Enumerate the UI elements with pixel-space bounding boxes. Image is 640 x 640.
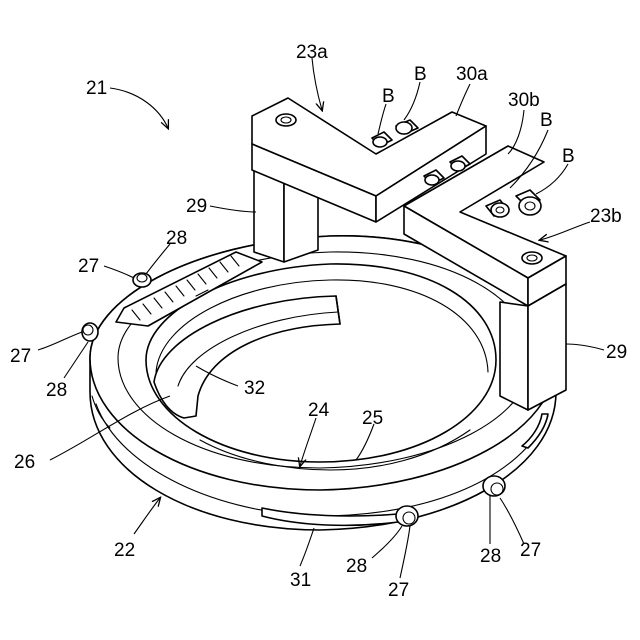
b-bolt-right-1 (486, 200, 509, 217)
arm-left-bolt-hole (276, 114, 296, 126)
label-31: 31 (290, 570, 311, 591)
arm-right-bolt-hole (522, 252, 542, 264)
label-22: 22 (114, 540, 135, 561)
label-29-left: 29 (186, 196, 207, 217)
label-23a: 23a (296, 42, 328, 63)
label-27-bottom-mid: 27 (388, 580, 409, 601)
label-27-left-upper: 27 (78, 256, 99, 277)
label-30b: 30b (508, 90, 540, 111)
label-29-right: 29 (606, 342, 627, 363)
label-28-left-lower: 28 (46, 380, 67, 401)
label-26: 26 (14, 452, 35, 473)
label-b-1: B (382, 86, 395, 107)
label-28-bottom-mid: 28 (346, 556, 367, 577)
bolt-left-upper (133, 273, 151, 287)
post-right-side (528, 284, 566, 410)
bolt-bottom-mid (396, 506, 418, 526)
label-23b: 23b (590, 206, 622, 227)
bolt-left-lower (82, 323, 98, 341)
bolt-bottom-right (483, 476, 505, 496)
label-24: 24 (308, 400, 330, 421)
b-bolt-left-1 (372, 132, 392, 147)
label-b-3: B (540, 110, 553, 131)
label-21: 21 (86, 78, 107, 99)
label-27-bottom-right: 27 (520, 540, 541, 561)
label-b-2: B (414, 64, 427, 85)
label-28-bottom-right: 28 (480, 546, 501, 567)
label-25: 25 (362, 408, 383, 429)
label-30a: 30a (456, 64, 488, 85)
label-28-left-upper: 28 (166, 228, 187, 249)
post-right-front (500, 302, 528, 410)
label-b-4: B (562, 146, 575, 167)
label-27-left-lower: 27 (10, 346, 31, 367)
label-32: 32 (244, 378, 265, 399)
